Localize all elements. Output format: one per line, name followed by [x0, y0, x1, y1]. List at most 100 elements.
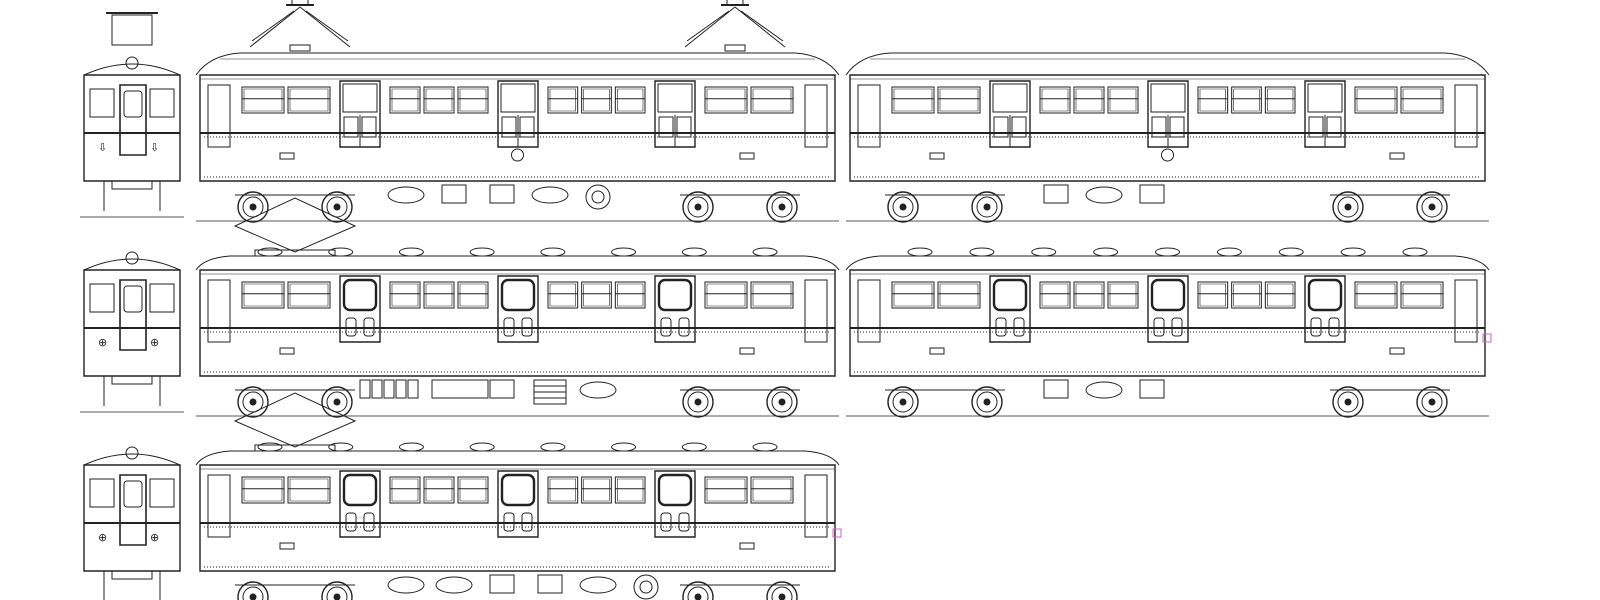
- truck: [885, 387, 1005, 417]
- window: [458, 477, 488, 503]
- door: [1148, 81, 1188, 147]
- end-window: [90, 89, 114, 117]
- plate: [740, 348, 754, 354]
- window: [1040, 87, 1070, 113]
- door: [990, 81, 1030, 147]
- end-roof: [84, 454, 180, 465]
- headlight: [126, 252, 138, 264]
- window: [424, 87, 454, 113]
- end-mark: ⊕: [98, 531, 107, 544]
- plate: [930, 153, 944, 159]
- window: [424, 477, 454, 503]
- window: [1108, 282, 1138, 308]
- roof-ventilator: [258, 443, 282, 451]
- door: [498, 471, 538, 537]
- box: [442, 185, 466, 203]
- door: [1148, 276, 1188, 342]
- car-side-car-3a: [196, 393, 841, 600]
- plate: [740, 153, 754, 159]
- car-body: [850, 270, 1485, 376]
- plate: [280, 543, 294, 549]
- end-door: [858, 85, 880, 147]
- pantograph: [235, 198, 355, 256]
- window: [242, 282, 284, 308]
- wheel: [322, 582, 352, 600]
- roof-ventilator: [1403, 248, 1427, 256]
- wheel: [683, 582, 713, 600]
- headlight: [126, 57, 138, 69]
- window: [288, 282, 330, 308]
- end-door: [1455, 85, 1477, 147]
- box: [1140, 185, 1164, 203]
- window: [1355, 87, 1397, 113]
- roof: [196, 53, 839, 75]
- end-marker: [1483, 334, 1491, 342]
- truck: [1330, 387, 1450, 417]
- window: [242, 87, 284, 113]
- pantograph-end: [112, 15, 152, 45]
- wheel: [888, 192, 918, 222]
- window: [1198, 87, 1228, 113]
- end-door: [208, 85, 230, 147]
- pantograph: [250, 0, 350, 51]
- window: [390, 282, 420, 308]
- wheel: [1333, 387, 1363, 417]
- window: [938, 87, 980, 113]
- end-mark: ⇩: [98, 141, 107, 154]
- plate: [740, 543, 754, 549]
- compressor: [586, 185, 610, 209]
- window: [424, 282, 454, 308]
- door: [1305, 81, 1345, 147]
- underfloor-equipment: [388, 575, 658, 599]
- end-mark: ⇩: [150, 141, 159, 154]
- tank: [388, 187, 424, 203]
- truck: [680, 582, 800, 600]
- door: [1305, 276, 1345, 342]
- end-window: [90, 479, 114, 507]
- truck: [235, 387, 355, 417]
- truck: [680, 387, 800, 417]
- drawing-row-2: ⊕⊕: [80, 198, 1491, 417]
- window: [938, 282, 980, 308]
- truck: [680, 192, 800, 222]
- roof-ventilator: [541, 248, 565, 256]
- roof-ventilator: [399, 443, 423, 451]
- door: [655, 276, 695, 342]
- end-door: [120, 85, 146, 155]
- coupler: [112, 571, 152, 579]
- roof-ventilator: [258, 248, 282, 256]
- car-side-car-2a: [196, 198, 839, 417]
- end-marker: [833, 529, 841, 537]
- box: [1140, 380, 1164, 398]
- wheel: [767, 387, 797, 417]
- end-window: [150, 89, 174, 117]
- roof-ventilator: [1341, 248, 1365, 256]
- door: [340, 276, 380, 342]
- window: [582, 282, 612, 308]
- end-mark: ⊕: [98, 336, 107, 349]
- roof-ventilator: [1156, 248, 1180, 256]
- car-body: [200, 465, 835, 571]
- roof-ventilator: [753, 248, 777, 256]
- end-roof: [84, 259, 180, 270]
- window: [288, 477, 330, 503]
- window: [615, 87, 645, 113]
- roof-ventilator: [970, 248, 994, 256]
- wheel: [238, 192, 268, 222]
- window: [751, 87, 793, 113]
- underfloor-equipment: [360, 380, 616, 404]
- door: [990, 276, 1030, 342]
- roof-ventilator: [1032, 248, 1056, 256]
- window: [288, 87, 330, 113]
- wheel: [972, 387, 1002, 417]
- wheel: [238, 387, 268, 417]
- switch: [384, 380, 394, 398]
- car-body: [200, 270, 835, 376]
- window: [548, 477, 578, 503]
- roof-ventilator: [682, 248, 706, 256]
- resistor: [432, 380, 488, 398]
- car-body: [850, 75, 1485, 181]
- roof-ventilator: [612, 248, 636, 256]
- underfloor-equipment: [388, 185, 610, 209]
- window: [1401, 282, 1443, 308]
